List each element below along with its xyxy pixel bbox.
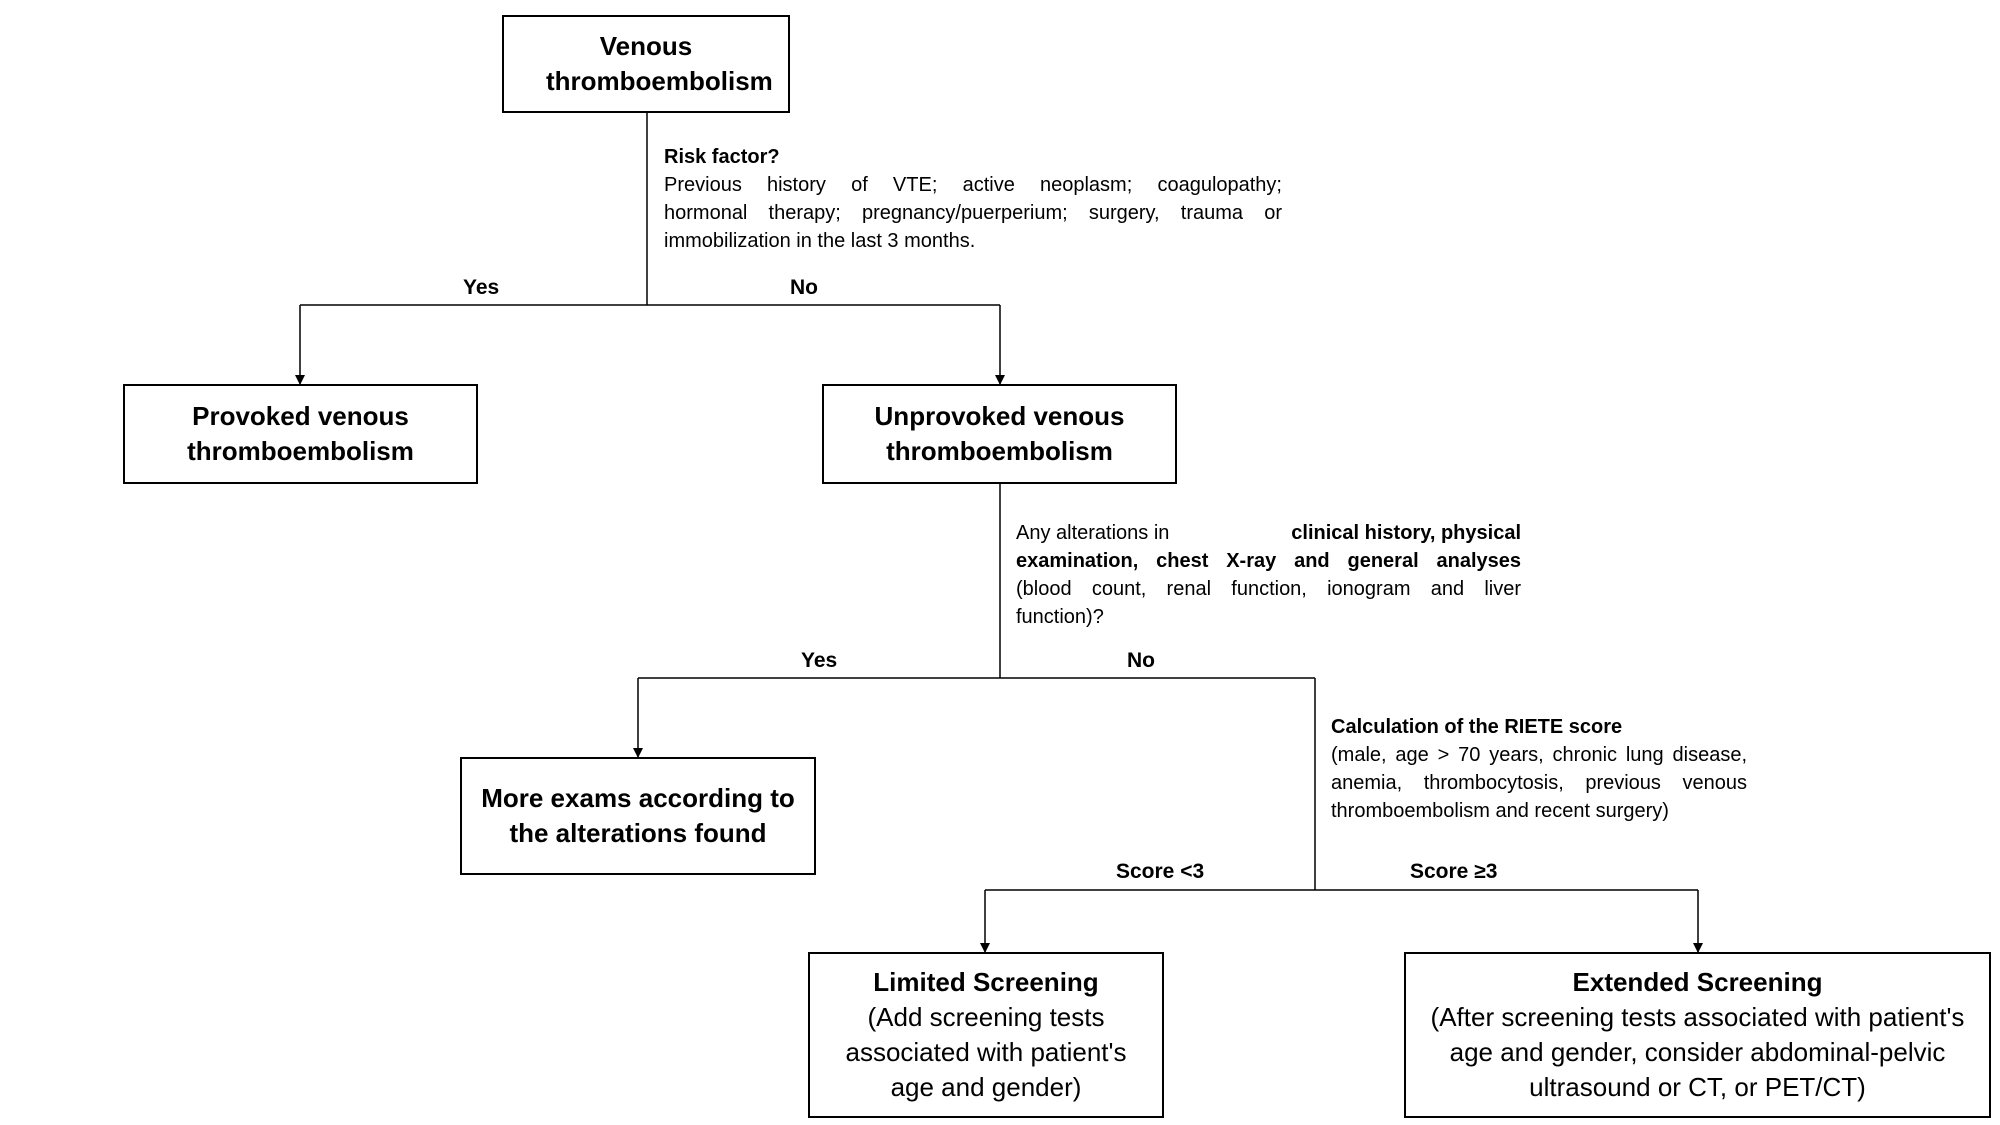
score-below-3-label: Score <3	[1116, 860, 1205, 883]
risk-factor-line-3: immobilization in the last 3 months.	[664, 230, 976, 252]
risk-factor-title: Risk factor?	[664, 146, 780, 168]
vte-box: Venous thromboembolism	[502, 15, 790, 113]
riete-line-1: (male, age > 70 years, chronic lung dise…	[1331, 744, 1747, 766]
more-exams-label: More exams according to the alterations …	[481, 783, 795, 848]
risk-factor-line-1: Previous history of VTE; active neoplasm…	[664, 174, 1282, 196]
alterations-note: Any alterations in clinical history, phy…	[1016, 519, 1521, 631]
alterations-line-1-text: Any alterations in	[1016, 522, 1170, 544]
riete-score-title: Calculation of the RIETE score	[1331, 716, 1623, 738]
risk-factor-note: Risk factor? Previous history of VTE; ac…	[664, 143, 1282, 255]
yes-label-risk: Yes	[463, 276, 500, 299]
score-3-or-more-label: Score ≥3	[1410, 860, 1498, 883]
more-exams-box: More exams according to the alterations …	[460, 757, 816, 875]
provoked-vte-label: Provoked venous thromboembolism	[187, 401, 414, 466]
alterations-line-1-bold: clinical history, physical	[1291, 522, 1521, 544]
riete-line-3: thromboembolism and recent surgery)	[1331, 800, 1669, 822]
riete-line-2: anemia, thrombocytosis, previous venous	[1331, 772, 1747, 794]
no-label-risk: No	[790, 276, 818, 299]
no-label-alterations: No	[1127, 649, 1155, 672]
alterations-line-3: (blood count, renal function, ionogram a…	[1016, 578, 1521, 600]
yes-label-alterations: Yes	[801, 649, 838, 672]
alterations-line-2: examination, chest X-ray and general ana…	[1016, 550, 1521, 572]
provoked-vte-box: Provoked venous thromboembolism	[123, 384, 478, 484]
alterations-line-1: Any alterations in clinical history, phy…	[1016, 519, 1521, 547]
riete-score-note: Calculation of the RIETE score (male, ag…	[1331, 713, 1747, 825]
unprovoked-vte-box: Unprovoked venous thromboembolism	[822, 384, 1177, 484]
risk-factor-line-2: hormonal therapy; pregnancy/puerperium; …	[664, 202, 1282, 224]
extended-screening-title: Extended Screening	[1572, 967, 1823, 997]
limited-screening-title: Limited Screening	[873, 967, 1099, 997]
extended-screening-description: (After screening tests associated with p…	[1430, 1002, 1965, 1102]
limited-screening-description: (Add screening tests associated with pat…	[845, 1002, 1127, 1102]
limited-screening-box: Limited Screening (Add screening tests a…	[808, 952, 1164, 1118]
extended-screening-box: Extended Screening (After screening test…	[1404, 952, 1991, 1118]
unprovoked-vte-label: Unprovoked venous thromboembolism	[874, 401, 1125, 466]
alterations-line-4: function)?	[1016, 606, 1104, 628]
vte-label: Venous thromboembolism	[546, 31, 773, 96]
